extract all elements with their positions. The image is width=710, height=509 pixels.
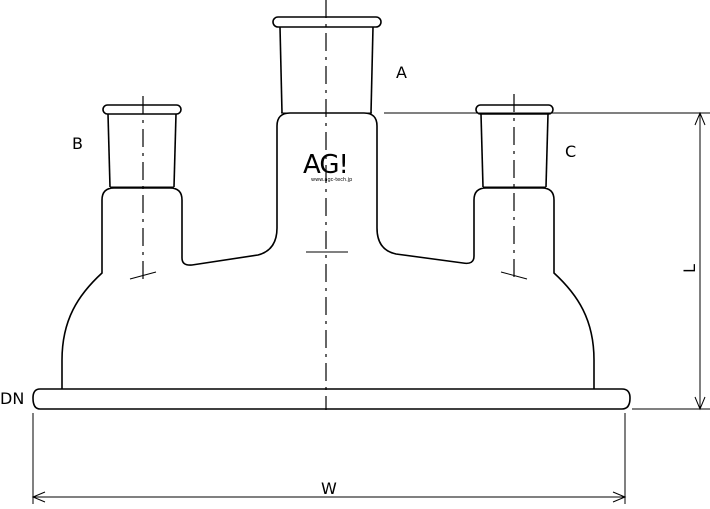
logo-url: www.agc-tech.jp <box>311 177 352 183</box>
label-a: A <box>396 63 407 82</box>
label-l: L <box>680 264 699 273</box>
label-w: W <box>321 479 337 498</box>
side-socket-c <box>475 104 554 188</box>
tick-c <box>500 271 528 280</box>
flange <box>32 388 631 410</box>
tick-b <box>129 271 157 280</box>
label-c: C <box>565 142 576 161</box>
label-b: B <box>72 134 83 153</box>
dimension-w <box>31 413 627 504</box>
label-dn: DN <box>0 389 24 408</box>
dimension-l <box>384 111 710 411</box>
main-socket-a <box>272 16 382 114</box>
side-socket-b <box>102 104 182 188</box>
logo-text: AG! <box>303 150 348 180</box>
vessel-body-outline <box>61 112 595 389</box>
